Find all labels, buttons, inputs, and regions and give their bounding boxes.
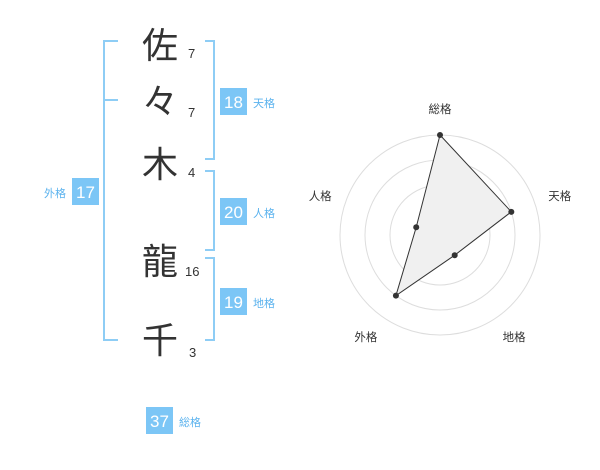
jinkaku-label: 人格	[253, 206, 275, 220]
jinkaku-value: 20	[224, 203, 243, 222]
chikaku-bracket	[205, 257, 215, 341]
radar-axis-label-5: 人格	[309, 189, 332, 203]
tenkaku-box	[220, 88, 247, 115]
tenkaku-box-group: 18 天格	[220, 88, 275, 115]
chikaku-box-group: 19 地格	[220, 288, 275, 315]
name-char-3: 木	[142, 145, 178, 186]
gaikaku-box	[72, 178, 99, 205]
soukaku-box-group: 37 総格	[146, 407, 201, 434]
name-char-2: 々	[142, 82, 178, 123]
soukaku-value: 37	[150, 412, 169, 431]
name-char-1: 佐	[142, 26, 178, 67]
jinkaku-bracket	[205, 170, 215, 251]
gaikaku-box-group: 17 外格	[44, 178, 99, 205]
chikaku-value: 19	[224, 293, 243, 312]
stroke-count-1: 7	[188, 46, 195, 61]
radar-axis-label-1: 総格	[429, 102, 452, 116]
chikaku-box	[220, 288, 247, 315]
stroke-count-4: 16	[185, 264, 199, 279]
jinkaku-box	[220, 198, 247, 225]
brackets	[103, 40, 215, 341]
radar-point-1	[437, 132, 443, 138]
stroke-count-5: 3	[189, 345, 196, 360]
soukaku-label: 総格	[179, 415, 201, 429]
radar-axis-label-4: 外格	[354, 330, 377, 344]
gaikaku-bracket	[103, 40, 118, 341]
soukaku-box	[146, 407, 173, 434]
radar-point-5	[413, 224, 420, 231]
stroke-count-2: 7	[188, 105, 195, 120]
name-column: 佐 7 々 7 木 4 龍 16 千 3	[142, 26, 199, 362]
radar-point-4	[392, 292, 399, 299]
jinkaku-box-group: 20 人格	[220, 198, 275, 225]
tenkaku-value: 18	[224, 93, 243, 112]
radar-axis-label-3: 地格	[503, 330, 526, 344]
radar-point-3	[451, 252, 458, 259]
radar-axis-label-2: 天格	[548, 189, 571, 203]
chikaku-label: 地格	[253, 296, 275, 310]
radar-polygon	[395, 133, 513, 297]
tenkaku-bracket	[205, 40, 215, 160]
radar-points	[392, 132, 515, 299]
gaikaku-value: 17	[76, 183, 95, 202]
name-char-4: 龍	[142, 242, 178, 283]
stroke-count-3: 4	[188, 165, 195, 180]
gaikaku-label: 外格	[44, 186, 66, 200]
radar-point-2	[508, 208, 515, 215]
name-char-5: 千	[142, 321, 178, 362]
tenkaku-label: 天格	[253, 96, 275, 110]
